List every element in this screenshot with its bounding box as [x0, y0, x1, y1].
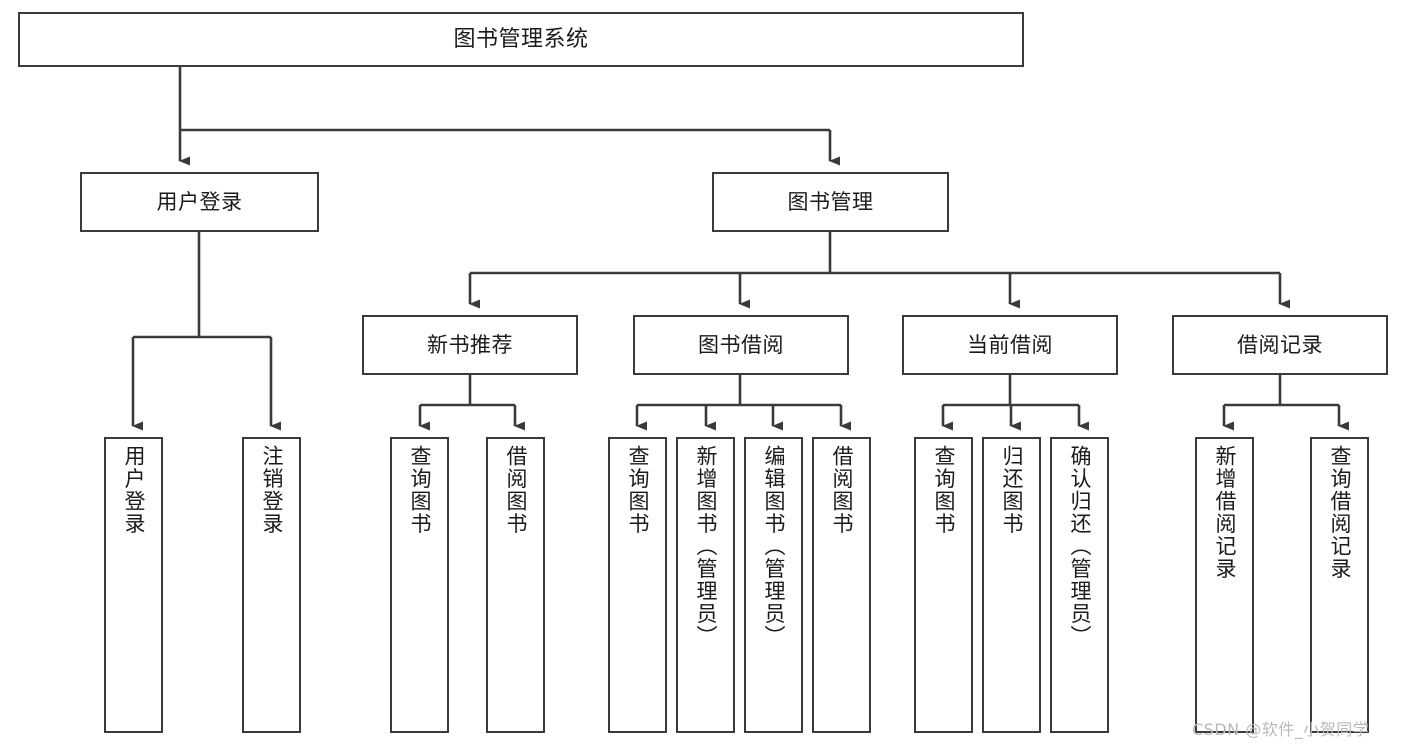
leaf-book-borrow-query-book[interactable]: 查询图书 — [608, 437, 667, 733]
node-label: 确认归还（管理员） — [1068, 445, 1092, 648]
node-label: 新增借阅记录 — [1213, 445, 1237, 580]
node-user-login[interactable]: 用户登录 — [80, 172, 319, 232]
node-label: 归还图书 — [1000, 445, 1024, 535]
leaf-book-borrow-edit-book-admin[interactable]: 编辑图书（管理员） — [744, 437, 803, 733]
node-label: 借阅记录 — [1237, 332, 1323, 357]
node-label: 图书管理系统 — [453, 26, 589, 52]
node-label: 新书推荐 — [427, 332, 513, 357]
node-label: 查询借阅记录 — [1328, 445, 1352, 580]
node-label: 图书管理 — [787, 189, 874, 214]
leaf-borrow-records-query-record[interactable]: 查询借阅记录 — [1310, 437, 1369, 733]
leaf-borrow-records-add-record[interactable]: 新增借阅记录 — [1195, 437, 1254, 733]
node-label: 借阅图书 — [504, 445, 528, 535]
node-label: 借阅图书 — [830, 445, 854, 535]
leaf-current-borrow-query-book[interactable]: 查询图书 — [914, 437, 973, 733]
leaf-new-books-query-book[interactable]: 查询图书 — [390, 437, 449, 733]
node-root-book-management-system[interactable]: 图书管理系统 — [18, 12, 1024, 67]
node-label: 查询图书 — [626, 445, 650, 535]
leaf-user-login-sign-in[interactable]: 用户登录 — [104, 437, 163, 733]
node-borrowing-records[interactable]: 借阅记录 — [1172, 315, 1388, 375]
node-book-management[interactable]: 图书管理 — [712, 172, 949, 232]
node-label: 当前借阅 — [967, 332, 1053, 357]
node-label: 编辑图书（管理员） — [762, 445, 786, 648]
node-new-book-recommendation[interactable]: 新书推荐 — [362, 315, 578, 375]
leaf-book-borrow-add-book-admin[interactable]: 新增图书（管理员） — [676, 437, 735, 733]
leaf-new-books-borrow-book[interactable]: 借阅图书 — [486, 437, 545, 733]
node-label: 查询图书 — [408, 445, 432, 535]
node-label: 新增图书（管理员） — [694, 445, 718, 648]
leaf-book-borrow-borrow-book[interactable]: 借阅图书 — [812, 437, 871, 733]
node-label: 用户登录 — [156, 189, 243, 214]
node-current-borrowing[interactable]: 当前借阅 — [902, 315, 1118, 375]
node-label: 注销登录 — [260, 445, 284, 535]
node-label: 用户登录 — [122, 445, 146, 535]
node-book-borrowing[interactable]: 图书借阅 — [633, 315, 849, 375]
leaf-user-login-sign-out[interactable]: 注销登录 — [242, 437, 301, 733]
watermark-text: CSDN @软件_小贺同学 — [1192, 720, 1370, 739]
leaf-current-borrow-confirm-return-admin[interactable]: 确认归还（管理员） — [1050, 437, 1109, 733]
leaf-current-borrow-return-book[interactable]: 归还图书 — [982, 437, 1041, 733]
node-label: 查询图书 — [932, 445, 956, 535]
node-label: 图书借阅 — [698, 332, 784, 357]
